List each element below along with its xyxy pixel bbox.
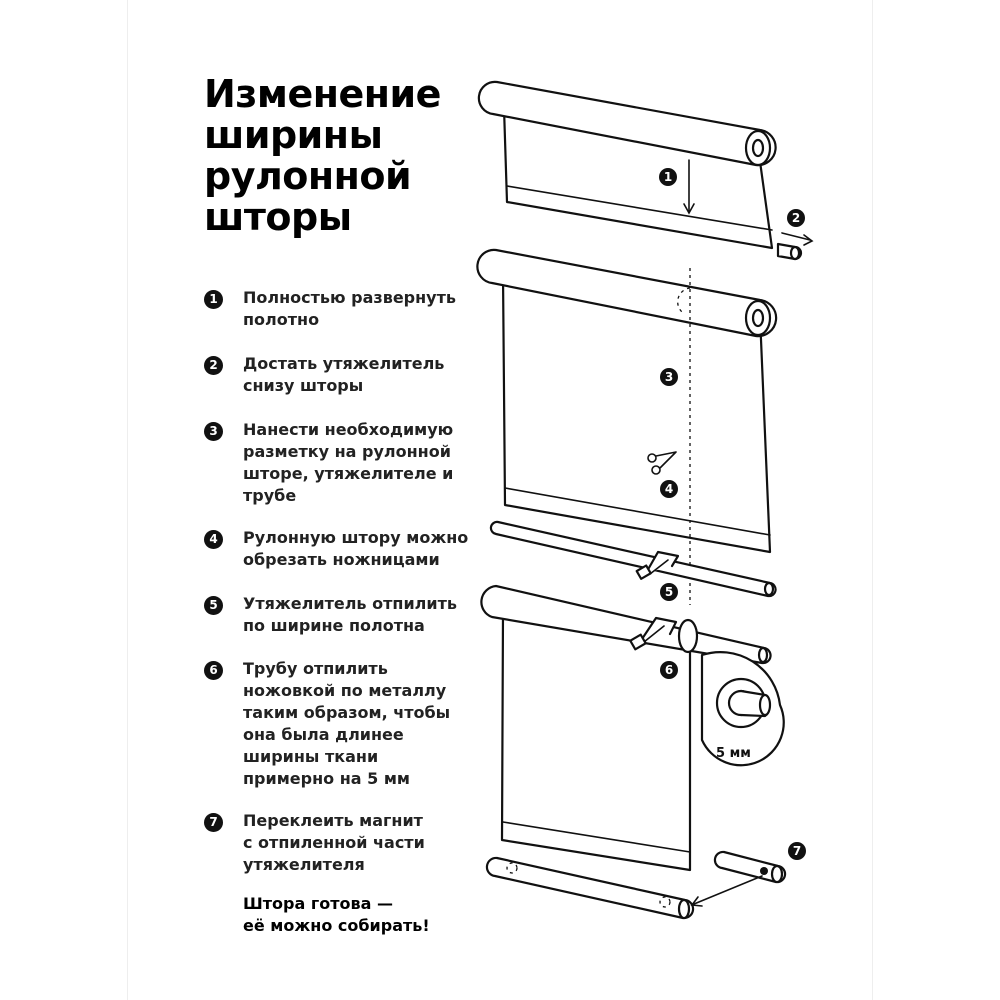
- step-number-badge: 3: [204, 422, 223, 441]
- roller-tube: [477, 80, 777, 167]
- step-line: утяжелителя: [243, 855, 365, 874]
- step-line: ширины ткани: [243, 747, 379, 766]
- final-line: её можно собирать!: [243, 916, 430, 935]
- arrow-icon: [803, 234, 814, 246]
- title-line: Изменение: [204, 72, 441, 116]
- step-text: Трубу отпилить ножовкой по металлу таким…: [243, 658, 493, 790]
- step-number-badge: 1: [204, 290, 223, 309]
- step-text: Достать утяжелитель снизу шторы: [243, 353, 493, 397]
- step-line: снизу шторы: [243, 376, 364, 395]
- step-text: Полностью развернуть полотно: [243, 287, 493, 331]
- diagram-badge-6: 6: [660, 661, 678, 679]
- step-line: шторе, утяжелителе и: [243, 464, 454, 483]
- hacksaw-icon: [629, 616, 678, 651]
- svg-text:6: 6: [665, 663, 673, 677]
- arrow-icon: [690, 896, 703, 907]
- diagram-badge-7: 7: [788, 842, 806, 860]
- cut-line: [677, 287, 691, 313]
- blind-panel-3: 5 мм: [480, 584, 787, 920]
- step-number-badge: 5: [204, 596, 223, 615]
- roller-tube: [476, 248, 778, 338]
- step-line: Достать утяжелитель: [243, 354, 445, 373]
- blind-fabric: [500, 610, 692, 872]
- step-line: Рулонную штору можно: [243, 528, 469, 547]
- step-text: Утяжелитель отпилить по ширине полотна: [243, 593, 493, 637]
- page-edge-left: [127, 0, 128, 1000]
- svg-text:2: 2: [792, 211, 800, 225]
- arrow-icon: [693, 875, 763, 905]
- tube-end-detail: 5 мм: [700, 651, 785, 767]
- bottom-hem: [504, 487, 771, 536]
- blind-panel-1: [477, 80, 814, 261]
- step-line: разметку на рулонной: [243, 442, 451, 461]
- diagram-badge-3: 3: [660, 368, 678, 386]
- svg-text:7: 7: [793, 844, 801, 858]
- step-line: таким образом, чтобы: [243, 703, 451, 722]
- weight-bar: [485, 856, 695, 920]
- page-edge-right: [872, 0, 873, 1000]
- diagram-badge-2: 2: [787, 209, 805, 227]
- roller-tube: [480, 584, 772, 665]
- title-line: ширины: [204, 113, 383, 157]
- step-line: Переклеить магнит: [243, 811, 423, 830]
- step-number-badge: 4: [204, 530, 223, 549]
- weight-bar: [489, 520, 777, 598]
- magnet-icon: [760, 867, 768, 875]
- bottom-hem: [502, 821, 691, 853]
- step-line: с отпиленной части: [243, 833, 425, 852]
- step-line: по ширине полотна: [243, 616, 425, 635]
- step-text: Нанести необходимую разметку на рулонной…: [243, 419, 493, 507]
- cut-off-piece: [713, 850, 787, 884]
- step-number-badge: 2: [204, 356, 223, 375]
- step-text: Рулонную штору можно обрезать ножницами: [243, 527, 493, 571]
- step-line: ножовкой по металлу: [243, 681, 447, 700]
- bottom-hem: [506, 185, 773, 231]
- step-line: она была длинее: [243, 725, 404, 744]
- blind-panel-2: [476, 248, 778, 605]
- step-line: примерно на 5 мм: [243, 769, 410, 788]
- weight-bar: [776, 242, 803, 261]
- title-line: шторы: [204, 195, 352, 239]
- step-line: полотно: [243, 310, 320, 329]
- page-title: Изменение ширины рулонной шторы: [204, 74, 494, 238]
- measure-label: 5 мм: [716, 746, 751, 761]
- arrow-icon: [683, 203, 695, 215]
- step-line: Утяжелитель отпилить: [243, 594, 457, 613]
- final-line: Штора готова —: [243, 894, 393, 913]
- step-line: Полностью развернуть: [243, 288, 456, 307]
- final-note: Штора готова — её можно собирать!: [243, 893, 493, 937]
- arrow-icon: [781, 232, 811, 241]
- diagram-badge-5: 5: [660, 583, 678, 601]
- step-line: Трубу отпилить: [243, 659, 388, 678]
- svg-text:4: 4: [665, 482, 673, 496]
- svg-text:3: 3: [665, 370, 673, 384]
- svg-text:5: 5: [665, 585, 673, 599]
- svg-text:1: 1: [664, 170, 672, 184]
- step-text: Переклеить магнит с отпиленной части утя…: [243, 810, 493, 876]
- step-line: обрезать ножницами: [243, 550, 440, 569]
- step-line: Нанести необходимую: [243, 420, 454, 439]
- diagram-badge-4: 4: [660, 480, 678, 498]
- step-number-badge: 7: [204, 813, 223, 832]
- hacksaw-icon: [635, 550, 680, 580]
- scissors-icon: [647, 451, 677, 475]
- step-number-badge: 6: [204, 661, 223, 680]
- diagram-badge-1: 1: [659, 168, 677, 186]
- title-line: рулонной: [204, 154, 412, 198]
- step-line: трубе: [243, 486, 297, 505]
